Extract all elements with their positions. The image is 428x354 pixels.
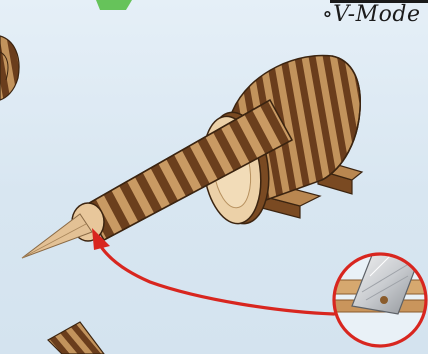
green-tab-corner <box>96 0 132 10</box>
partial-part-left <box>0 36 19 100</box>
brand-logo-text: ∘V-Mode <box>322 4 420 26</box>
red-arrow <box>92 228 334 314</box>
detail-circle <box>330 250 428 346</box>
small-striped-piece <box>48 322 104 354</box>
pointed-tip <box>22 214 92 258</box>
